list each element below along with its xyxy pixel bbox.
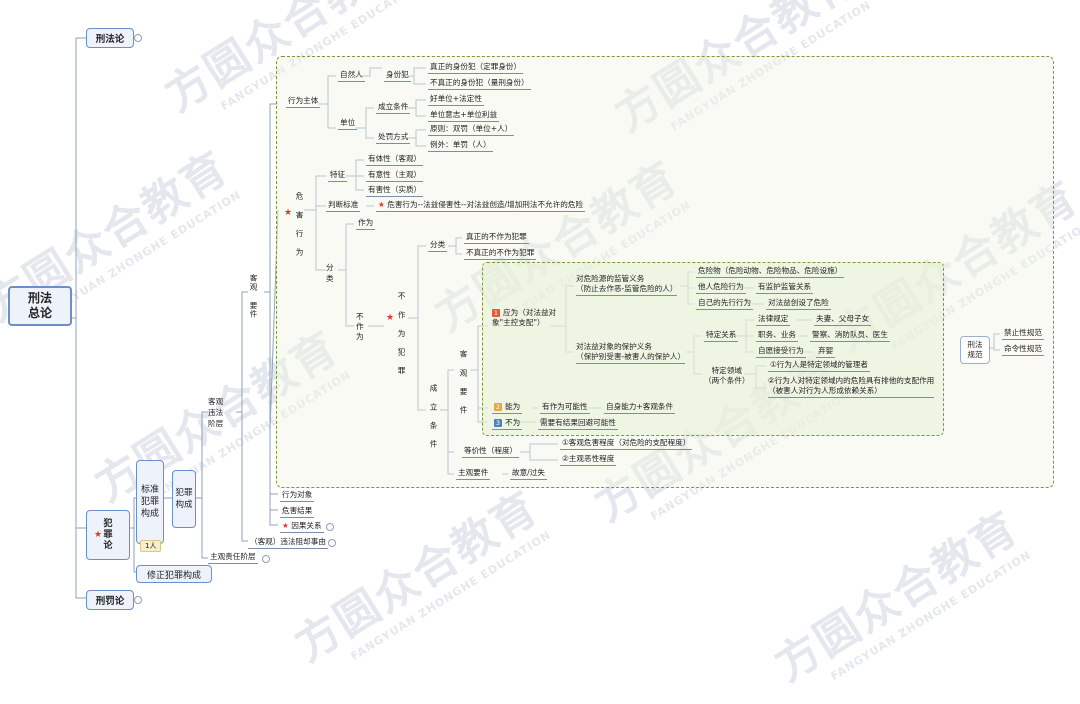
- priority-badge: 1: [492, 309, 500, 317]
- node-prior-act[interactable]: 自己的先行行为: [696, 298, 754, 310]
- node-establish-conditions[interactable]: 成 立 条 件: [429, 384, 438, 449]
- node-tangibility[interactable]: 有体性（客观）: [366, 154, 424, 166]
- node-others-danger[interactable]: 他人危险行为: [696, 282, 746, 294]
- node-objective-elements[interactable]: 客观 要件: [249, 274, 258, 319]
- node-good-unit[interactable]: 好单位+法定性: [428, 94, 484, 106]
- node-untrue-identity[interactable]: 不真正的身份犯（量刑身份）: [428, 78, 531, 90]
- highlight-region-duty: [482, 262, 944, 436]
- node-judgment-standard[interactable]: 判断标准: [326, 200, 361, 212]
- expand-toggle-icon[interactable]: [134, 34, 142, 42]
- node-true-identity[interactable]: 真正的身份犯（定罪身份）: [428, 62, 524, 74]
- node-criminal-norm[interactable]: 刑法 规范: [960, 336, 990, 364]
- node-fanzuilun[interactable]: 犯 罪 论: [86, 510, 130, 560]
- star-icon: ★: [282, 521, 289, 530]
- node-protection-duty[interactable]: 对法益对象的保护义务 （保护别受害-被害人的保护人）: [576, 342, 686, 364]
- node-causation[interactable]: ★ 因果关系: [280, 521, 324, 533]
- node-domain-condition-1[interactable]: ①行为人是特定领域的管理者: [768, 360, 870, 372]
- node-unit[interactable]: 单位: [338, 118, 358, 130]
- node-own-ability[interactable]: 自身能力+客观条件: [604, 402, 676, 414]
- expand-toggle-icon[interactable]: [326, 523, 334, 531]
- node-objective-elements-2[interactable]: 客 观 要 件: [459, 350, 468, 415]
- node-modified-construct[interactable]: 修正犯罪构成: [136, 565, 212, 583]
- node-principle[interactable]: 原则：双罚（单位+人）: [428, 124, 515, 136]
- node-voluntary[interactable]: 自愿接受行为: [756, 346, 806, 358]
- root-node[interactable]: 刑法 总论: [8, 286, 72, 326]
- node-judgment-text[interactable]: ★ 危害行为--法益侵害性--对法益创造/增加刑法不允许的危险: [376, 200, 586, 212]
- node-act-subject[interactable]: 行为主体: [286, 96, 321, 108]
- node-natural-person[interactable]: 自然人: [338, 70, 365, 82]
- node-untrue-omission[interactable]: 不真正的不作为犯罪: [464, 248, 537, 260]
- node-conditions[interactable]: 成立条件: [376, 102, 411, 114]
- node-features[interactable]: 特征: [328, 170, 348, 182]
- star-icon: ★: [284, 208, 293, 218]
- node-duty-business[interactable]: 职务、业务: [756, 330, 798, 342]
- node-exception[interactable]: 例外：单罚（人）: [428, 140, 493, 152]
- star-icon: ★: [378, 200, 385, 209]
- node-prohibitive-norm[interactable]: 禁止性规范: [1002, 328, 1044, 340]
- node-supervision-duty[interactable]: 对危险源的监管义务 （防止去作恶-监管危险的人）: [576, 274, 678, 296]
- expand-toggle-icon[interactable]: [262, 555, 270, 563]
- node-omission[interactable]: 不 作 为: [356, 312, 364, 341]
- node-police-doctors[interactable]: 警察、消防队员、医生: [810, 330, 890, 342]
- star-icon: ★: [94, 530, 103, 540]
- node-mandatory-norm[interactable]: 命令性规范: [1002, 344, 1044, 356]
- node-intent-negligence[interactable]: 故意/过失: [510, 468, 547, 480]
- node-justification[interactable]: （客观）违法阻却事由: [248, 537, 328, 549]
- node-subjective-layer[interactable]: 主观责任阶层: [208, 552, 258, 564]
- node-equivalence-2[interactable]: ②主观恶性程度: [560, 454, 617, 466]
- node-xingfalun-2[interactable]: 刑罚论: [86, 590, 134, 610]
- node-avoidability[interactable]: 需要有结果回避可能性: [538, 418, 618, 430]
- priority-badge: 2: [494, 403, 502, 411]
- expand-toggle-icon[interactable]: [328, 539, 336, 547]
- node-equivalence[interactable]: 等价性（程度）: [462, 446, 520, 458]
- node-equivalence-1[interactable]: ①客观危害程度（对危险的支配程度）: [560, 438, 693, 450]
- user-count-badge: 1人: [140, 540, 162, 552]
- expand-toggle-icon[interactable]: [134, 596, 142, 604]
- node-spouse-parents[interactable]: 夫妻、父母子女: [814, 314, 872, 326]
- node-unit-will[interactable]: 单位意志+单位利益: [428, 110, 500, 122]
- node-possibility[interactable]: 有作为可能性: [540, 402, 590, 414]
- node-standard-construct[interactable]: 标准 犯罪 构成: [136, 460, 164, 544]
- node-specific-relation[interactable]: 特定关系: [704, 330, 739, 342]
- star-icon: ★: [386, 313, 395, 323]
- node-harmful-act[interactable]: 危 害 行 为: [295, 192, 304, 257]
- node-domain-condition-2[interactable]: ②行为人对特定领域内的危险具有排他的支配作用 （被害人对行为人形成依赖关系）: [768, 376, 935, 398]
- node-dangerous-things[interactable]: 危险物（危险动物、危险物品、危险设施）: [696, 266, 845, 278]
- node-xingfalun[interactable]: 刑法论: [86, 28, 134, 48]
- priority-badge: 3: [494, 419, 502, 427]
- node-harm-result[interactable]: 危害结果: [280, 506, 315, 518]
- node-created-danger[interactable]: 对法益创设了危险: [766, 298, 831, 310]
- node-punishment-mode[interactable]: 处罚方式: [376, 132, 411, 144]
- node-legal-provision[interactable]: 法律规定: [756, 314, 791, 326]
- node-objective-layer[interactable]: 客观 违法 阶层: [208, 397, 224, 428]
- node-subjective-elements[interactable]: 主观要件: [456, 468, 491, 480]
- node-act-object[interactable]: 行为对象: [280, 490, 315, 502]
- node-custody-relation[interactable]: 有监护监管关系: [756, 282, 814, 294]
- node-specific-domain[interactable]: 特定领域 （两个条件）: [704, 366, 750, 385]
- node-abandoned-infant[interactable]: 弃婴: [816, 346, 836, 358]
- node-classification-2[interactable]: 分类: [428, 240, 448, 252]
- node-classification[interactable]: 分 类: [326, 263, 334, 283]
- node-true-omission[interactable]: 真正的不作为犯罪: [464, 232, 529, 244]
- node-identity-crime[interactable]: 身份犯: [384, 70, 411, 82]
- node-crime-construct[interactable]: 犯罪 构成: [172, 470, 196, 528]
- node-intentionality[interactable]: 有意性（主观）: [366, 170, 424, 182]
- node-action[interactable]: 作为: [356, 218, 376, 230]
- node-omission-crime[interactable]: 不 作 为 犯 罪: [397, 292, 406, 375]
- node-harmfulness[interactable]: 有害性（实质）: [366, 185, 424, 197]
